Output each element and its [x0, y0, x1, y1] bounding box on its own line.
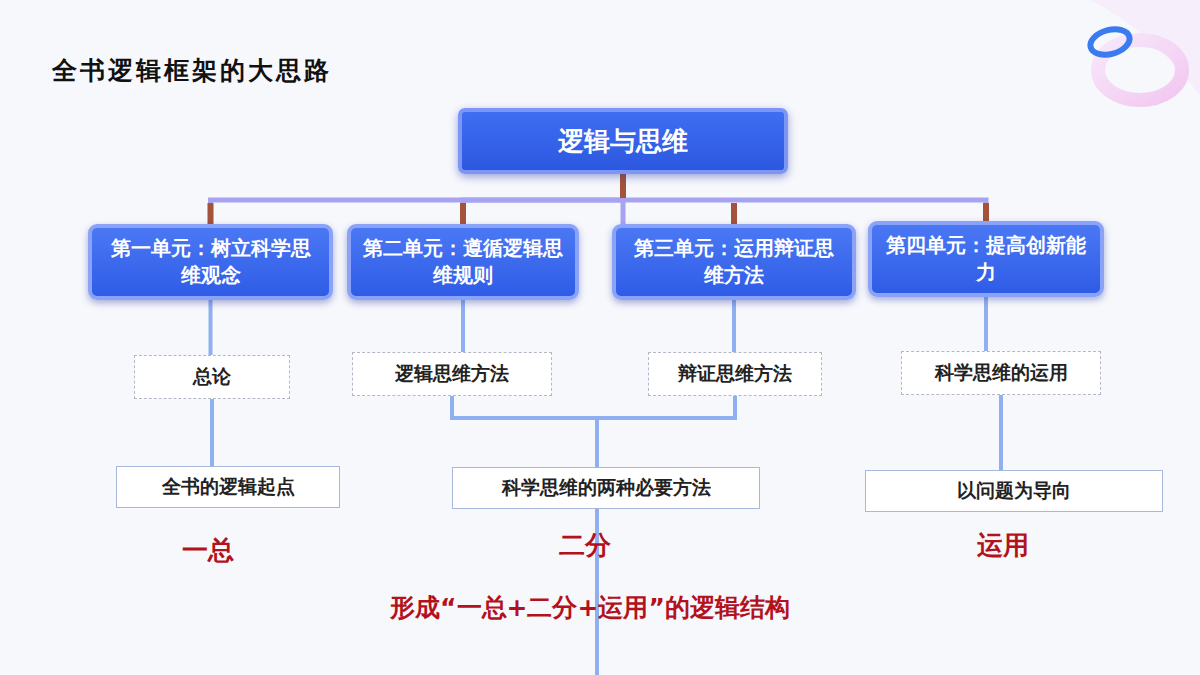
connector-line: [211, 174, 624, 224]
node-text: 总论: [193, 364, 231, 390]
topic-box: 逻辑思维方法: [352, 352, 552, 396]
topic-box: 科学思维的运用: [901, 351, 1101, 395]
connector-line: [209, 300, 213, 355]
joint-tick: [731, 203, 737, 224]
topic-box: 总论: [134, 355, 290, 399]
node-text: 以问题为导向: [957, 478, 1071, 504]
connector-line: [623, 174, 986, 221]
joint-tick: [208, 203, 214, 224]
summary-box: 科学思维的两种必要方法: [452, 467, 760, 509]
note-label: 运用: [977, 528, 1029, 563]
connector-line: [999, 395, 1003, 470]
blue-ring: [1088, 25, 1133, 59]
node-text: 逻辑思维方法: [395, 361, 509, 387]
connector-line: [210, 399, 214, 466]
node-text: 科学思维的运用: [935, 360, 1068, 386]
node-text: 第一单元：树立科学思维观念: [102, 235, 319, 289]
note-label: 二分: [559, 528, 611, 563]
summary-box: 全书的逻辑起点: [116, 466, 340, 508]
unit-box: 第四单元：提高创新能力: [868, 221, 1104, 297]
node-text: 全书的逻辑起点: [162, 474, 295, 500]
topic-box: 辩证思维方法: [648, 352, 822, 396]
pink-ring: [1098, 40, 1182, 100]
note-label: 一总: [182, 533, 234, 568]
note-label: 形成“一总+二分+运用”的逻辑结构: [390, 591, 790, 624]
node-text: 逻辑与思维: [558, 124, 688, 159]
unit-box: 第一单元：树立科学思维观念: [88, 224, 333, 300]
summary-box: 以问题为导向: [865, 470, 1163, 512]
connector-line: [461, 300, 465, 352]
unit-box: 第二单元：遵循逻辑思维规则: [347, 224, 579, 300]
page-title: 全书逻辑框架的大思路: [52, 54, 332, 87]
connector-line: [463, 174, 623, 224]
connector-line: [732, 300, 736, 352]
node-text: 第三单元：运用辩证思维方法: [626, 235, 842, 289]
connector-line: [984, 297, 988, 351]
node-text: 第四单元：提高创新能力: [882, 232, 1090, 286]
node-text: 辩证思维方法: [678, 361, 792, 387]
joint-tick: [983, 203, 989, 221]
joint-tick: [460, 203, 466, 224]
connector-line: [597, 396, 735, 467]
unit-box: 第三单元：运用辩证思维方法: [612, 224, 856, 300]
root-box: 逻辑与思维: [458, 108, 788, 174]
node-text: 第二单元：遵循逻辑思维规则: [361, 235, 565, 289]
node-text: 科学思维的两种必要方法: [502, 475, 711, 501]
connector-line: [452, 396, 597, 467]
joint-tick: [620, 174, 626, 198]
